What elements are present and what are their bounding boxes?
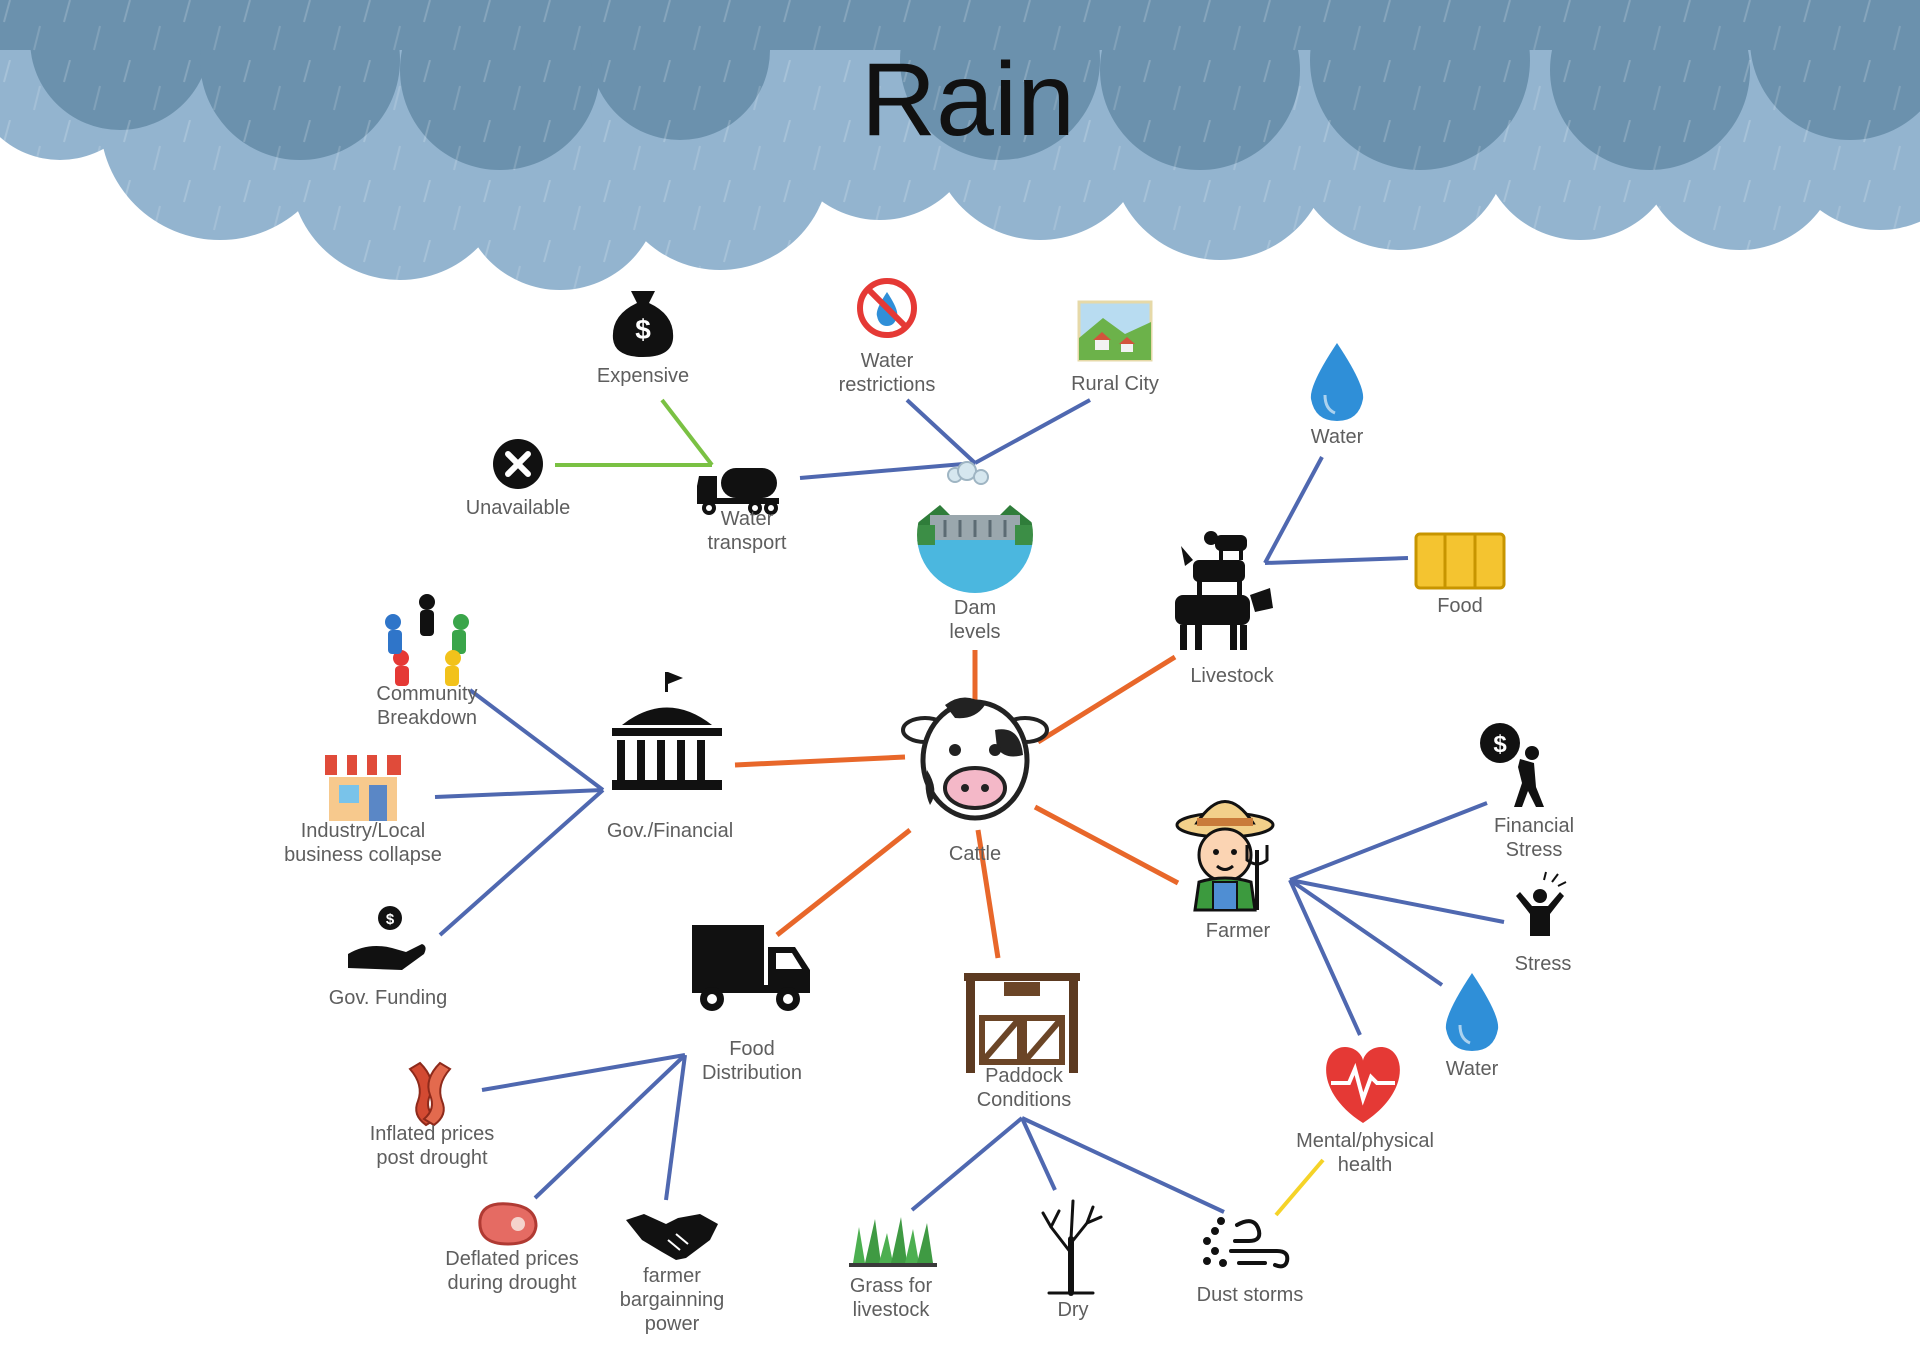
node-label-water-right: Water [1446, 1058, 1499, 1080]
link-paddock-to-dry [1020, 1117, 1057, 1191]
node-label-dust: Dust storms [1197, 1284, 1304, 1306]
node-label-gov-funding: Gov. Funding [329, 987, 448, 1009]
farmer-icon [1175, 800, 1275, 912]
node-label-stress: Stress [1515, 953, 1572, 975]
link-paddock-to-grass [910, 1116, 1024, 1212]
heartbeat-icon [1326, 1047, 1400, 1123]
link-dam-to-rural_city [974, 398, 1091, 465]
link-gov-to-community [468, 688, 605, 792]
node-label-food: Food [1437, 595, 1483, 617]
stressed-person-icon [1516, 871, 1567, 936]
handshake-icon [626, 1214, 718, 1260]
link-paddock-to-dust [1021, 1116, 1225, 1214]
svg-text:$: $ [386, 911, 395, 928]
link-dam-to-water_transport [799, 461, 976, 480]
link-mental-to-dust [1274, 1158, 1325, 1217]
link-farmer-to-mental [1288, 879, 1362, 1036]
stacked-livestock-icon [1175, 531, 1273, 650]
diagram-title: Rain [861, 42, 1075, 158]
link-food_dist-to-bargaining [664, 1054, 687, 1201]
steak-icon [478, 1202, 538, 1246]
node-label-gov: Gov./Financial [607, 820, 733, 842]
node-label-farmer: Farmer [1206, 920, 1271, 942]
community-circle-icon [385, 594, 469, 686]
link-dam-to-water_restrictions [905, 398, 977, 465]
tanker-truck-icon [697, 468, 779, 515]
link-farmer-to-water_right [1288, 878, 1444, 987]
link-farmer-to-fin_stress [1289, 801, 1488, 882]
money-bag-icon: $ [612, 291, 674, 357]
link-cattle-to-livestock [1036, 654, 1177, 745]
hay-bale-icon [1414, 532, 1506, 590]
rain-cloud-banner: Rain [0, 0, 1920, 290]
no-water-icon [857, 278, 917, 338]
link-livestock-to-water_top [1263, 456, 1324, 564]
hand-money-icon: $ [348, 906, 426, 970]
paddock-gate-icon [964, 973, 1080, 1073]
cross-circle-icon [493, 439, 543, 489]
dead-tree-icon [1041, 1199, 1103, 1296]
cow-face-icon [901, 697, 1049, 821]
link-cattle-to-gov [734, 754, 906, 768]
node-label-livestock: Livestock [1190, 665, 1274, 687]
node-label-expensive: Expensive [597, 365, 689, 387]
link-cattle-to-food_dist [775, 828, 912, 937]
link-farmer-to-stress [1289, 878, 1505, 924]
node-label-dry: Dry [1057, 1299, 1088, 1321]
truck-icon [692, 925, 810, 1011]
link-water_transport-to-expensive [660, 398, 714, 467]
water-drop-icon [1445, 973, 1499, 1051]
link-cattle-to-paddock [975, 829, 1001, 959]
dam-icon [917, 461, 1033, 593]
link-gov-to-industry [434, 788, 604, 799]
svg-text:$: $ [635, 314, 651, 345]
node-label-unavailable: Unavailable [466, 497, 571, 519]
node-label-rural-city: Rural City [1071, 373, 1159, 395]
burden-icon: $ [1480, 723, 1544, 807]
landscape-icon [1077, 300, 1153, 362]
link-layer [434, 398, 1505, 1217]
link-food_dist-to-inflated [481, 1053, 686, 1092]
link-livestock-to-food [1264, 556, 1409, 565]
wind-dust-icon [1203, 1217, 1290, 1269]
link-gov-to-gov_funding [438, 788, 605, 937]
svg-text:$: $ [1493, 731, 1507, 758]
grass-icon [849, 1217, 937, 1267]
link-cattle-to-farmer [1033, 804, 1180, 886]
shop-icon [325, 755, 401, 821]
government-building-icon [612, 672, 722, 790]
node-label-cattle: Cattle [949, 843, 1001, 865]
node-label-water-top: Water [1311, 426, 1364, 448]
water-drop-icon [1310, 343, 1364, 421]
link-food_dist-to-deflated [533, 1053, 687, 1200]
icon-layer: $ [325, 278, 1567, 1296]
bacon-icon [408, 1061, 452, 1127]
